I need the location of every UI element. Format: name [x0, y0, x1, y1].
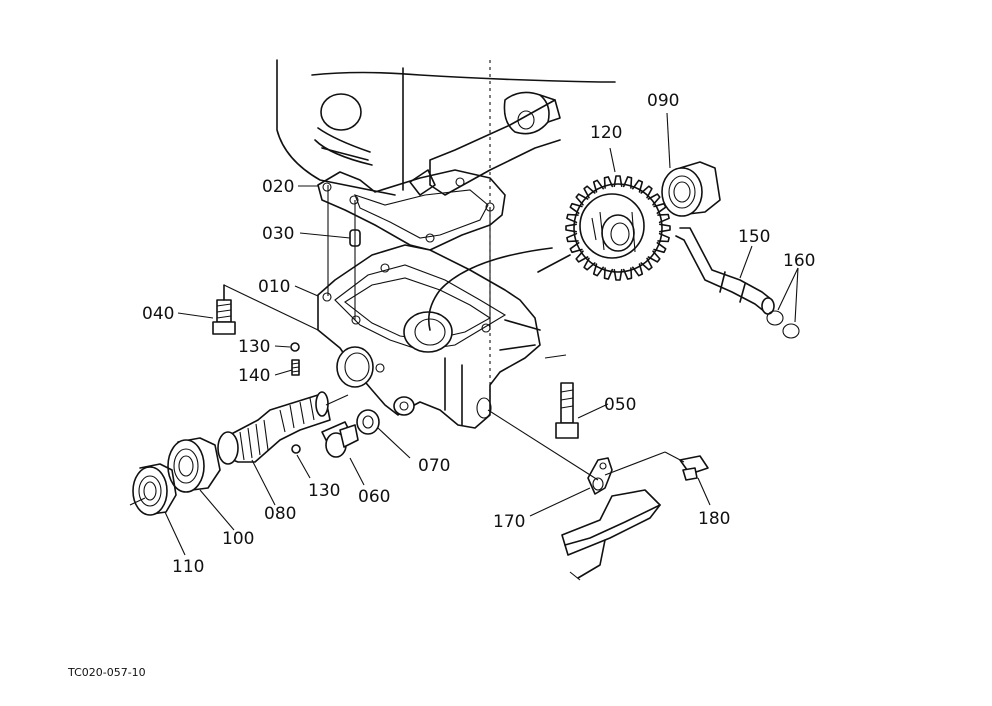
gear-tooth	[592, 263, 604, 277]
gear-axis-line	[537, 254, 571, 273]
gear-tooth	[657, 213, 670, 224]
gear-tooth	[575, 250, 589, 263]
callout-110: 110	[172, 557, 204, 577]
gear-tooth	[659, 223, 671, 233]
gear-tooth	[657, 232, 670, 243]
gear-tooth	[632, 179, 644, 193]
assembly-lines	[129, 60, 685, 506]
gear-tooth	[569, 202, 583, 214]
callout-090: 090	[647, 91, 679, 111]
gear-tooth	[613, 175, 623, 187]
assembly-arrow-line	[427, 247, 553, 331]
gear-tooth	[566, 232, 579, 243]
gasket-020	[317, 169, 506, 251]
gear-tooth	[569, 242, 583, 254]
gear-tooth	[632, 263, 644, 277]
bolt-050	[555, 382, 579, 439]
callout-leaders	[164, 112, 799, 556]
callout-050: 050	[604, 395, 636, 415]
callout-150: 150	[738, 227, 770, 247]
callout-180: 180	[698, 509, 730, 529]
gear-120	[565, 175, 671, 281]
gear-tooth	[603, 176, 614, 189]
plate-170	[587, 457, 613, 495]
o-rings-160	[766, 310, 800, 339]
gear-tooth	[622, 176, 633, 189]
bolt-040	[212, 284, 236, 335]
gear-tooth	[640, 185, 653, 199]
callout-labels: 020 030 010 040 130 140 050 130 060 070 …	[142, 91, 815, 577]
bearing-090	[661, 161, 721, 217]
gear-tooth	[647, 193, 661, 206]
gear-tooth	[622, 267, 633, 280]
bearing-100	[167, 437, 221, 493]
callout-120: 120	[590, 123, 622, 143]
gear-case-010	[317, 244, 541, 429]
callout-010: 010	[258, 277, 290, 297]
ball-130-bottom	[291, 444, 301, 454]
callout-020: 020	[262, 177, 294, 197]
gear-tooth	[603, 267, 614, 280]
callout-170: 170	[493, 512, 525, 532]
callout-140: 140	[238, 366, 270, 386]
callout-040: 040	[142, 304, 174, 324]
gear-tooth	[653, 242, 667, 254]
gear-tooth	[647, 250, 661, 263]
bearing-110	[132, 463, 177, 516]
gear-tooth	[566, 213, 579, 224]
callout-100: 100	[222, 529, 254, 549]
callout-060: 060	[358, 487, 390, 507]
gear-tooth	[583, 185, 596, 199]
gear-tooth	[613, 269, 623, 281]
gear-tooth	[565, 223, 577, 233]
callout-080: 080	[264, 504, 296, 524]
gear-tooth	[583, 257, 596, 271]
callout-030: 030	[262, 224, 294, 244]
callout-130-bottom: 130	[308, 481, 340, 501]
callout-070: 070	[418, 456, 450, 476]
lever-bracket	[561, 489, 661, 581]
gear-tooth	[592, 179, 604, 193]
callout-160: 160	[783, 251, 815, 271]
drawing-code: TC020-057-10	[67, 666, 146, 679]
gear-tooth	[575, 193, 589, 206]
washer-070	[356, 409, 380, 435]
shaft-080	[217, 391, 331, 465]
bolt-180	[679, 455, 709, 481]
plug-060	[321, 421, 359, 458]
transmission-housing-outline	[276, 59, 616, 196]
ball-130-top	[290, 342, 300, 352]
gear-tooth	[640, 257, 653, 271]
callout-130-top: 130	[238, 337, 270, 357]
spring-140	[291, 359, 300, 376]
